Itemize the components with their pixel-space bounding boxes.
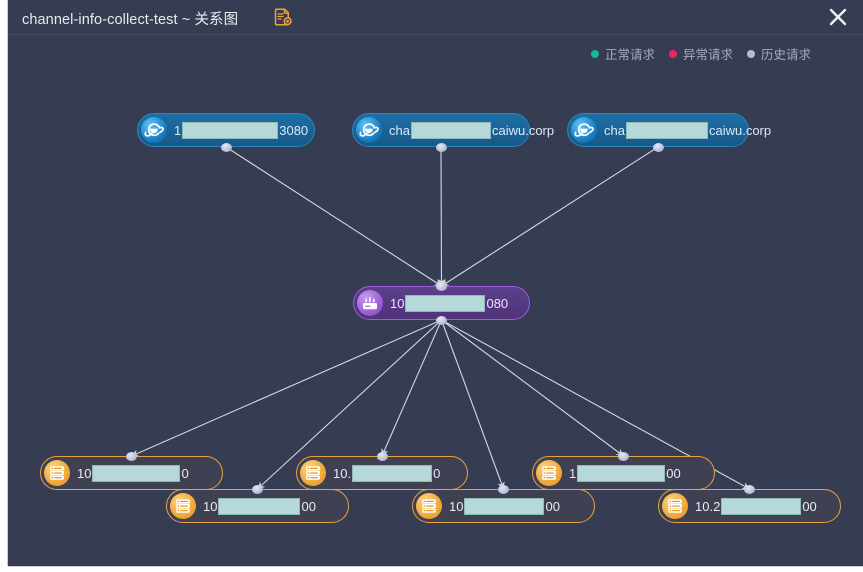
node-label-suffix: 0 — [433, 465, 441, 481]
database-icon — [662, 493, 688, 519]
node-label-prefix: 10 — [449, 498, 464, 514]
legend-dot-normal-icon — [591, 49, 599, 58]
node-label-suffix: 3080 — [279, 122, 309, 138]
node-label: cha caiwu.corp — [389, 121, 555, 139]
internet-explorer-icon — [356, 117, 382, 143]
redacted-value — [218, 497, 301, 515]
internet-explorer-icon — [141, 117, 167, 143]
node-label: 10 00 — [449, 497, 560, 515]
legend-item-normal[interactable]: 正常请求 — [588, 44, 658, 63]
node-label-suffix: 00 — [666, 465, 681, 481]
node-label: 10 0 — [77, 464, 189, 482]
legend-item-history[interactable]: 历史请求 — [744, 44, 814, 63]
graph-node-n5[interactable]: 10 0 — [40, 456, 223, 490]
node-label: 10 080 — [390, 294, 509, 312]
node-label-prefix: 10 — [77, 465, 92, 481]
node-label-prefix: cha — [389, 122, 410, 138]
graph-edge — [130, 319, 442, 457]
database-icon — [300, 460, 326, 486]
graph-edge — [441, 319, 625, 457]
database-icon — [44, 460, 70, 486]
node-label-suffix: 0 — [181, 465, 189, 481]
node-label-prefix: 10 — [203, 498, 218, 514]
node-label-prefix: 10. — [333, 465, 352, 481]
legend: 正常请求 异常请求 历史请求 — [588, 44, 814, 63]
node-label-suffix: 080 — [486, 295, 509, 311]
node-label: 10 00 — [203, 497, 316, 515]
legend-label-normal: 正常请求 — [605, 48, 656, 62]
redacted-value — [577, 464, 666, 482]
graph-node-n3[interactable]: cha caiwu.corp — [567, 113, 771, 147]
legend-item-error[interactable]: 异常请求 — [666, 44, 736, 63]
redacted-value — [182, 121, 279, 139]
page-title: channel-info-collect-test ~ 关系图 — [22, 12, 239, 28]
legend-label-error: 异常请求 — [683, 48, 734, 62]
database-icon — [416, 493, 442, 519]
legend-dot-history-icon — [747, 49, 756, 58]
redacted-value — [352, 464, 433, 482]
graph-node-n6[interactable]: 10 00 — [166, 489, 349, 523]
graph-node-n10[interactable]: 10.2 00 — [658, 489, 841, 523]
graph-node-n8[interactable]: 10 00 — [412, 489, 595, 523]
graph-edge — [225, 146, 443, 287]
graph-node-n9[interactable]: 1 00 — [532, 456, 715, 490]
redacted-value — [625, 121, 708, 139]
database-icon — [170, 493, 196, 519]
relation-graph-window: channel-info-collect-test ~ 关系图 正常请求 异常请… — [8, 0, 863, 566]
node-label-suffix: 00 — [802, 498, 817, 514]
node-label-prefix: 1 — [174, 122, 182, 138]
legend-dot-error-icon — [669, 49, 678, 58]
graph-edge — [440, 146, 659, 287]
graph-edge — [437, 146, 446, 287]
node-label: 10.2 00 — [695, 497, 817, 515]
node-label-suffix: 00 — [301, 498, 316, 514]
graph-node-n4[interactable]: 10 080 — [353, 286, 530, 320]
database-icon — [536, 460, 562, 486]
node-label-suffix: 00 — [545, 498, 560, 514]
node-label-prefix: 10 — [390, 295, 405, 311]
document-report-icon[interactable] — [273, 7, 293, 27]
redacted-value — [405, 294, 486, 312]
redacted-value — [92, 464, 181, 482]
node-label: 1 3080 — [174, 121, 309, 139]
node-label-prefix: 1 — [569, 465, 577, 481]
close-icon[interactable] — [821, 2, 855, 32]
node-label-prefix: cha — [604, 122, 625, 138]
graph-edge — [381, 319, 443, 457]
redacted-value — [410, 121, 491, 139]
router-icon — [357, 290, 383, 316]
node-label-prefix: 10.2 — [695, 498, 721, 514]
legend-label-history: 历史请求 — [761, 48, 812, 62]
node-label-suffix: caiwu.corp — [708, 122, 772, 138]
graph-node-n7[interactable]: 10.0 — [296, 456, 468, 490]
graph-node-n1[interactable]: 1 3080 — [137, 113, 315, 147]
node-label-suffix: caiwu.corp — [491, 122, 555, 138]
title-bar: channel-info-collect-test ~ 关系图 — [8, 0, 863, 35]
graph-node-n2[interactable]: cha caiwu.corp — [352, 113, 554, 147]
redacted-value — [464, 497, 545, 515]
redacted-value — [721, 497, 802, 515]
node-label: 1 00 — [569, 464, 681, 482]
node-label: cha caiwu.corp — [604, 121, 772, 139]
internet-explorer-icon — [571, 117, 597, 143]
node-label: 10.0 — [333, 464, 441, 482]
